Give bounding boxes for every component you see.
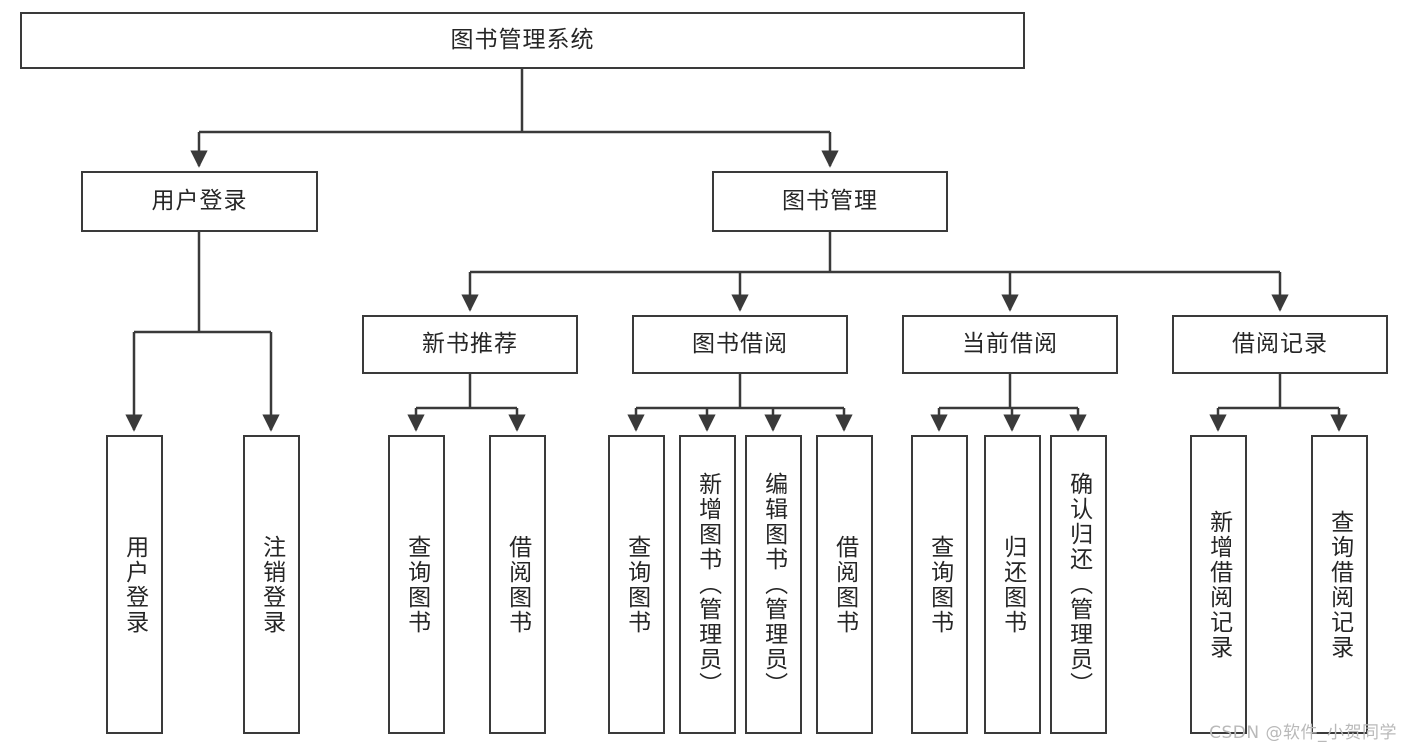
node-book-manage[interactable]: 图书管理 — [712, 171, 948, 232]
leaf-label: 查询图书 — [926, 534, 953, 635]
node-current-borrow[interactable]: 当前借阅 — [902, 315, 1118, 374]
leaf-label: 用户登录 — [121, 534, 148, 635]
node-leaf-query-borrow-record[interactable]: 查询借阅记录 — [1311, 435, 1368, 734]
node-leaf-confirm-return-admin[interactable]: 确认归还（管理员） — [1050, 435, 1107, 734]
node-book-borrow[interactable]: 图书借阅 — [632, 315, 848, 374]
node-leaf-return-book[interactable]: 归还图书 — [984, 435, 1041, 734]
leaf-label: 新增借阅记录 — [1205, 509, 1232, 660]
leaf-label: 注销登录 — [258, 534, 285, 635]
node-leaf-query-book-3[interactable]: 查询图书 — [911, 435, 968, 734]
node-leaf-logout[interactable]: 注销登录 — [243, 435, 300, 734]
node-borrow-record[interactable]: 借阅记录 — [1172, 315, 1388, 374]
leaf-label: 查询图书 — [623, 534, 650, 635]
leaf-label: 查询借阅记录 — [1326, 509, 1353, 660]
node-user-login[interactable]: 用户登录 — [81, 171, 318, 232]
node-leaf-edit-book-admin[interactable]: 编辑图书（管理员） — [745, 435, 802, 734]
node-leaf-borrow-book-1[interactable]: 借阅图书 — [489, 435, 546, 734]
node-leaf-borrow-book-2[interactable]: 借阅图书 — [816, 435, 873, 734]
node-leaf-user-login[interactable]: 用户登录 — [106, 435, 163, 734]
leaf-label: 借阅图书 — [504, 534, 531, 635]
node-leaf-add-book-admin[interactable]: 新增图书（管理员） — [679, 435, 736, 734]
node-leaf-add-borrow-record[interactable]: 新增借阅记录 — [1190, 435, 1247, 734]
leaf-label: 借阅图书 — [831, 534, 858, 635]
node-leaf-query-book-1[interactable]: 查询图书 — [388, 435, 445, 734]
leaf-label: 查询图书 — [403, 534, 430, 635]
node-new-book-recommend[interactable]: 新书推荐 — [362, 315, 578, 374]
watermark-text: CSDN @软件_小贺同学 — [1209, 723, 1397, 743]
node-leaf-query-book-2[interactable]: 查询图书 — [608, 435, 665, 734]
leaf-label: 确认归还（管理员） — [1065, 472, 1092, 697]
leaf-label: 新增图书（管理员） — [694, 472, 721, 697]
leaf-label: 归还图书 — [999, 534, 1026, 635]
node-root[interactable]: 图书管理系统 — [20, 12, 1025, 69]
leaf-label: 编辑图书（管理员） — [760, 472, 787, 697]
